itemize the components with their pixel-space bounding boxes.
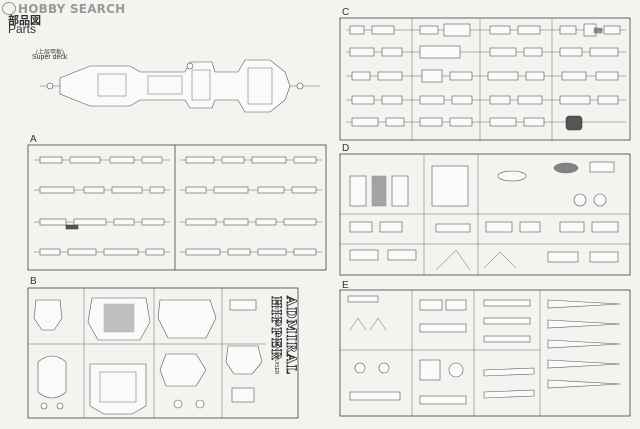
- sprue-a: [27, 144, 327, 271]
- page-title-en: Parts: [8, 22, 37, 36]
- watermark-logo: HOBBY SEARCH: [2, 2, 125, 16]
- sprue-d-label: D: [342, 143, 350, 154]
- sprue-d: [339, 153, 631, 276]
- watermark-text: HOBBY SEARCH: [18, 2, 126, 16]
- super-deck-label-cn: (上层甲板): [36, 50, 64, 56]
- sprue-e: [339, 289, 631, 417]
- logo-icon: [2, 2, 16, 15]
- sprue-e-label: E: [342, 280, 349, 291]
- sprue-b-label: B: [30, 276, 37, 287]
- super-deck-label-en: Super deck: [32, 54, 68, 61]
- sprue-b: [27, 287, 299, 419]
- super-deck-part: [40, 59, 320, 113]
- sprue-c: [339, 17, 631, 141]
- page-title-cn: 部品図: [8, 15, 41, 27]
- scale-text: 1/350 SCALE GERMAN CRUISER: [273, 297, 279, 375]
- sprue-c-label: C: [342, 7, 350, 18]
- sprue-a-label: A: [30, 134, 37, 145]
- ship-name-logo: ADMIRAL HIPPER: [268, 296, 299, 376]
